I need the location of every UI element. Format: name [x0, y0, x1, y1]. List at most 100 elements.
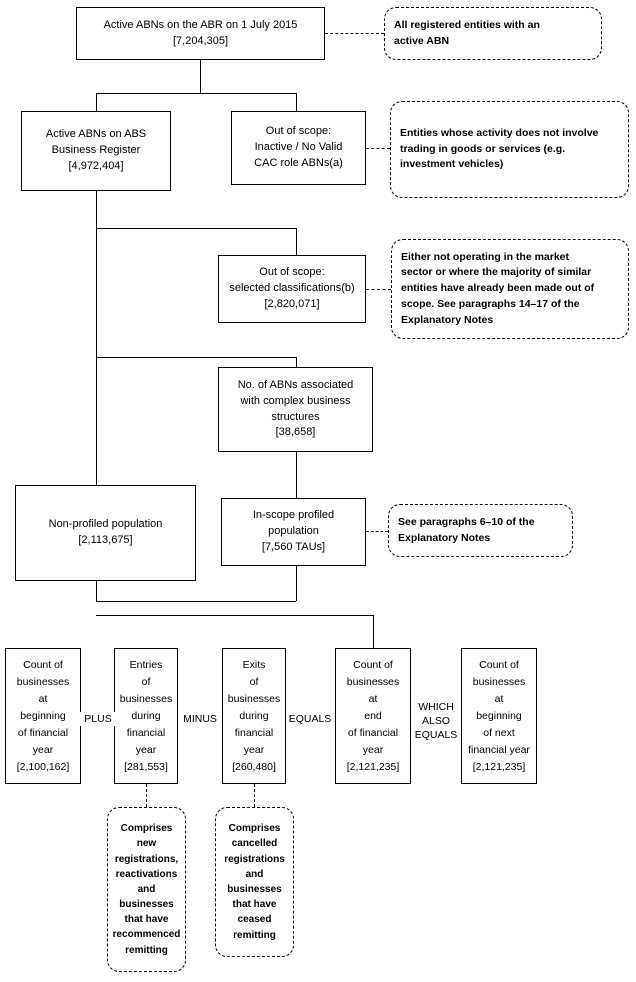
box-line: Business Register — [51, 144, 141, 157]
box-out-of-scope-classifications[interactable]: Out of scope: selected classifications(b… — [218, 255, 366, 323]
connector-note-all-registered — [325, 33, 384, 34]
note-all-registered[interactable]: All registered entities with an active A… — [384, 7, 602, 60]
note-comprises-new[interactable]: Comprises new registrations, reactivatio… — [107, 807, 186, 972]
box-line: year — [32, 743, 54, 756]
box-line: structures — [271, 410, 320, 423]
note-line: new — [136, 838, 157, 850]
connector-note-not-trading — [366, 148, 390, 149]
note-line: and — [245, 868, 264, 880]
box-line: Out of scope: — [265, 125, 332, 138]
note-line: investment vehicles) — [400, 158, 504, 171]
note-paragraphs-6-10[interactable]: See paragraphs 6–10 of the Explanatory N… — [388, 504, 573, 557]
box-line: businesses — [472, 675, 526, 688]
note-line: Entities whose activity does not involve — [400, 126, 599, 139]
note-line: active ABN — [394, 34, 450, 47]
box-in-scope-profiled-population[interactable]: In-scope profiled population [7,560 TAUs… — [221, 498, 366, 566]
connector-drop-count-end — [373, 615, 374, 648]
box-complex-business-structures[interactable]: No. of ABNs associated with complex busi… — [218, 367, 373, 452]
box-non-profiled-population[interactable]: Non-profiled population [2,113,675] — [15, 485, 196, 581]
note-line: scope. See paragraphs 14–17 of the — [401, 297, 580, 310]
operator-which-also-equals: WHICH ALSO EQUALS — [411, 700, 461, 743]
box-line: [2,820,071] — [264, 297, 320, 310]
box-active-abns-abr[interactable]: Active ABNs on the ABR on 1 July 2015 [7… — [76, 7, 325, 60]
box-line: Out of scope: — [259, 266, 325, 279]
note-line: and — [137, 883, 156, 895]
box-line: year — [135, 743, 157, 756]
box-line: end — [364, 709, 382, 722]
box-line: at — [494, 692, 504, 705]
box-line: businesses — [119, 692, 173, 705]
box-count-beginning-next-fy[interactable]: Count of businesses at beginning of next… — [461, 648, 537, 784]
box-line: [7,560 TAUs] — [261, 540, 326, 553]
box-line: beginning — [476, 709, 522, 722]
box-line: at — [38, 692, 48, 705]
box-line: [7,204,305] — [172, 34, 229, 47]
note-line: registrations — [224, 853, 285, 865]
note-line: recommenced — [112, 929, 181, 941]
box-active-abns-abs[interactable]: Active ABNs on ABS Business Register [4,… — [21, 111, 171, 191]
box-line: with complex business — [240, 394, 351, 407]
note-line: ceased — [237, 914, 272, 926]
connector-split-1 — [96, 93, 296, 94]
box-line: [260,480] — [232, 760, 276, 773]
box-entries-during-fy[interactable]: Entries of businesses during financial y… — [114, 648, 178, 784]
box-count-end-fy[interactable]: Count of businesses at end of financial … — [335, 648, 411, 784]
note-not-market-sector[interactable]: Either not operating in the market secto… — [391, 239, 629, 339]
box-line: selected classifications(b) — [229, 282, 355, 295]
connector-branch-complex — [96, 357, 296, 358]
box-line: financial — [234, 726, 274, 739]
operator-label: EQUALS — [414, 729, 458, 742]
box-line: of — [249, 675, 259, 688]
box-line: population — [268, 525, 319, 538]
operator-label: PLUS — [84, 713, 112, 725]
connector-profiled-down — [296, 566, 297, 601]
connector-drop-inactive — [296, 93, 297, 111]
box-line: Count of — [479, 658, 519, 671]
box-line: of financial — [347, 726, 399, 739]
box-line: Exits — [242, 658, 266, 671]
note-line: remitting — [233, 929, 276, 941]
box-line: No. of ABNs associated — [237, 378, 354, 391]
box-line: businesses — [346, 675, 400, 688]
operator-label: EQUALS — [288, 713, 332, 725]
connector-merge-bottom — [96, 601, 296, 602]
box-line: Active ABNs on ABS — [45, 128, 147, 141]
box-line: financial year — [468, 743, 530, 756]
box-line: businesses — [16, 675, 70, 688]
note-line: remitting — [125, 944, 168, 956]
box-out-of-scope-inactive[interactable]: Out of scope: Inactive / No Valid CAC ro… — [231, 111, 366, 185]
note-line: Comprises — [228, 823, 281, 835]
note-line: All registered entities with an — [394, 18, 540, 31]
box-line: Count of — [23, 658, 63, 671]
box-line: financial — [126, 726, 166, 739]
connector-drop-complex — [296, 357, 297, 367]
box-line: Active ABNs on the ABR on 1 July 2015 — [103, 18, 298, 31]
connector-branch-classifications — [96, 228, 296, 229]
box-line: [38,658] — [275, 426, 316, 439]
box-count-beginning-fy[interactable]: Count of businesses at beginning of fina… — [5, 648, 81, 784]
box-line: In-scope profiled — [252, 509, 335, 522]
connector-bottom-bar — [96, 615, 373, 616]
note-line: See paragraphs 6–10 of the — [398, 515, 535, 528]
note-line: entities have already been made out of — [401, 282, 595, 295]
box-line: at — [368, 692, 378, 705]
note-line: sector or where the majority of similar — [401, 266, 592, 279]
box-line: Inactive / No Valid — [254, 141, 343, 154]
note-line: Comprises — [120, 823, 173, 835]
operator-plus: PLUS — [78, 712, 118, 727]
note-line: reactivations — [115, 868, 178, 880]
box-line: businesses — [227, 692, 281, 705]
box-line: year — [362, 743, 384, 756]
connector-note-comprises-cancelled — [254, 784, 255, 807]
box-line: CAC role ABNs(a) — [254, 156, 343, 169]
connector-note-market-sector — [366, 289, 391, 290]
box-line: Non-profiled population — [48, 518, 163, 531]
note-not-trading[interactable]: Entities whose activity does not involve… — [390, 101, 629, 198]
box-exits-during-fy[interactable]: Exits of businesses during financial yea… — [222, 648, 286, 784]
box-line: Entries — [129, 658, 163, 671]
box-line: [281,553] — [124, 760, 168, 773]
operator-label: WHICH — [418, 701, 454, 713]
note-comprises-cancelled[interactable]: Comprises cancelled registrations and bu… — [215, 807, 294, 957]
box-line: [4,972,404] — [68, 159, 124, 172]
operator-label: ALSO — [421, 715, 450, 728]
